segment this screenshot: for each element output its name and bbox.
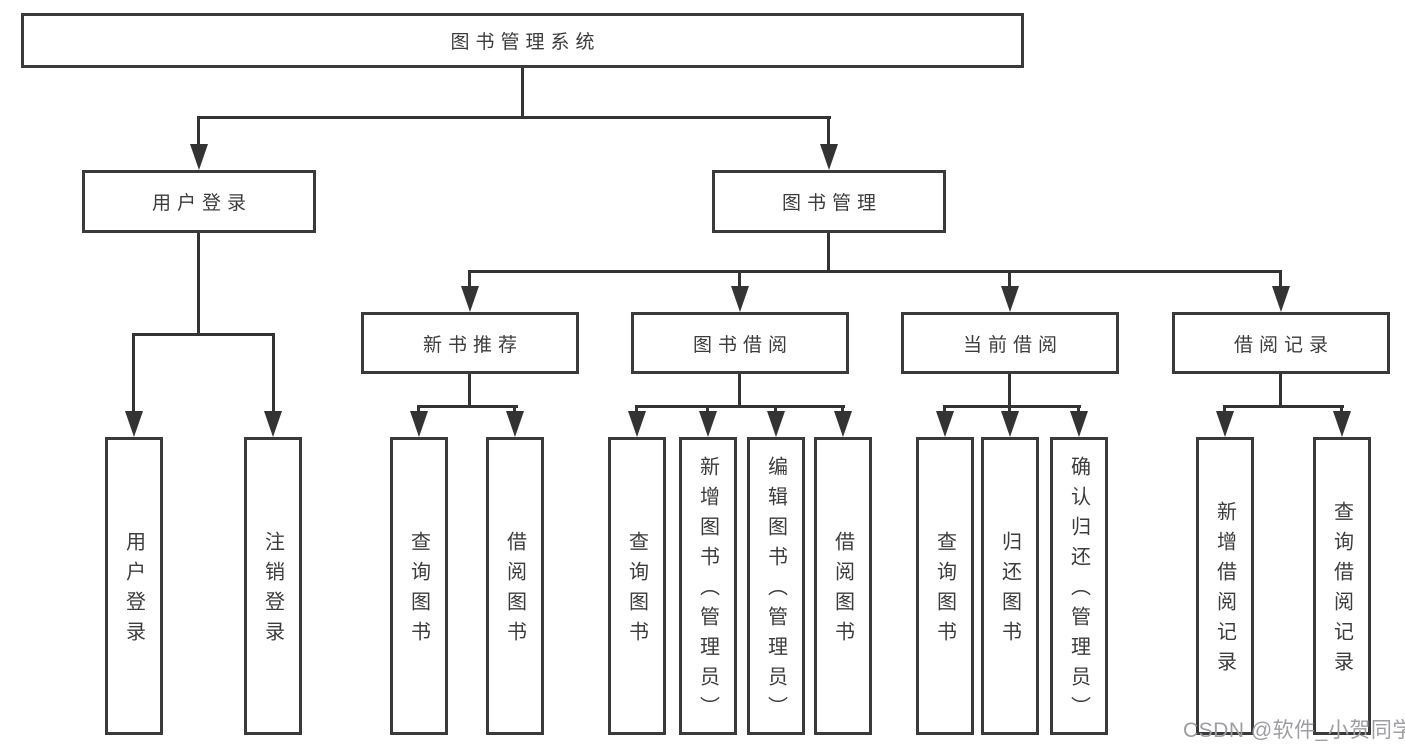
arrowhead-down [461,286,479,312]
connector-line [841,405,844,413]
leaf-query-books-current-label: 查询图书 [933,531,956,651]
connector-line [132,333,275,336]
leaf-borrow-books-borrow-label: 借阅图书 [831,531,854,651]
leaf-query-borrow-record-label: 查询借阅记录 [1330,501,1353,681]
node-user-login: 用户登录 [82,170,316,233]
node-current-borrow-label: 当前借阅 [962,334,1063,356]
arrowhead-down [767,411,785,437]
connector-line [197,116,831,119]
leaf-add-borrow-record: 新增借阅记录 [1196,437,1254,735]
leaf-logout: 注销登录 [244,437,302,735]
arrowhead-down [834,411,852,437]
arrowhead-down [699,411,717,437]
node-borrow-records-label: 借阅记录 [1233,334,1334,356]
node-new-book-recommend-label: 新书推荐 [422,334,523,356]
arrowhead-down [1216,411,1234,437]
leaf-query-books-recommend-label: 查询图书 [407,531,430,651]
leaf-add-book-admin-label: 新增图书（管理员） [696,456,719,726]
connector-line [1008,405,1011,413]
leaf-confirm-return-admin: 确认归还（管理员） [1050,437,1108,735]
leaf-edit-book-admin: 编辑图书（管理员） [747,437,805,735]
connector-line [468,374,471,407]
leaf-user-login-label: 用户登录 [122,531,145,651]
arrowhead-down [1272,286,1290,312]
connector-line [706,405,709,413]
connector-line [1279,374,1282,407]
node-new-book-recommend: 新书推荐 [361,312,579,374]
connector-line [943,405,1081,408]
node-book-management-label: 图书管理 [781,193,882,214]
node-book-borrow-label: 图书借阅 [692,334,793,356]
leaf-user-login: 用户登录 [105,437,163,735]
node-root: 图书管理系统 [21,13,1024,68]
connector-line [1279,270,1282,288]
arrowhead-down [628,411,646,437]
leaf-query-books-recommend: 查询图书 [390,437,448,735]
arrowhead-down [1333,411,1351,437]
leaf-add-borrow-record-label: 新增借阅记录 [1213,501,1236,681]
leaf-return-book: 归还图书 [981,437,1039,735]
watermark: CSDN @软件_小贺同学 [1183,719,1405,742]
connector-line [774,405,777,413]
arrowhead-down [190,144,208,170]
leaf-borrow-books-recommend-label: 借阅图书 [503,531,526,651]
connector-line [197,116,200,146]
connector-line [521,68,524,118]
arrowhead-down [125,411,143,437]
connector-line [1077,405,1080,413]
connector-line [738,374,741,407]
leaf-query-books-borrow: 查询图书 [608,437,666,735]
leaf-borrow-books-recommend: 借阅图书 [486,437,544,735]
leaf-logout-label: 注销登录 [261,531,284,651]
connector-line [827,116,830,146]
arrowhead-down [936,411,954,437]
node-current-borrow: 当前借阅 [901,312,1119,374]
connector-line [635,405,845,408]
leaf-add-book-admin: 新增图书（管理员） [679,437,737,735]
connector-line [132,333,135,412]
leaf-return-book-label: 归还图书 [998,531,1021,651]
connector-line [1223,405,1344,408]
leaf-query-borrow-record: 查询借阅记录 [1313,437,1371,735]
connector-line [1340,405,1343,413]
connector-line [1008,374,1011,407]
node-user-login-label: 用户登录 [151,193,252,214]
arrowhead-down [820,144,838,170]
leaf-borrow-books-borrow: 借阅图书 [814,437,872,735]
node-borrow-records: 借阅记录 [1172,312,1390,374]
arrowhead-down [731,286,749,312]
connector-line [417,405,518,408]
node-book-management: 图书管理 [712,170,946,233]
node-book-borrow: 图书借阅 [631,312,849,374]
connector-line [513,405,516,413]
arrowhead-down [1001,411,1019,437]
leaf-edit-book-admin-label: 编辑图书（管理员） [764,456,787,726]
leaf-confirm-return-admin-label: 确认归还（管理员） [1067,456,1090,726]
arrowhead-down [264,411,282,437]
connector-line [943,405,946,413]
connector-line [417,405,420,413]
connector-line [468,270,471,288]
leaf-query-books-current: 查询图书 [916,437,974,735]
arrowhead-down [410,411,428,437]
arrowhead-down [1070,411,1088,437]
connector-line [1223,405,1226,413]
leaf-query-books-borrow-label: 查询图书 [625,531,648,651]
connector-line [738,270,741,288]
arrowhead-down [506,411,524,437]
connector-line [1008,270,1011,288]
connector-line [468,270,1282,273]
arrowhead-down [1001,286,1019,312]
connector-line [827,233,830,272]
connector-line [272,333,275,412]
connector-line [197,233,200,335]
node-root-label: 图书管理系统 [450,32,601,53]
connector-line [635,405,638,413]
